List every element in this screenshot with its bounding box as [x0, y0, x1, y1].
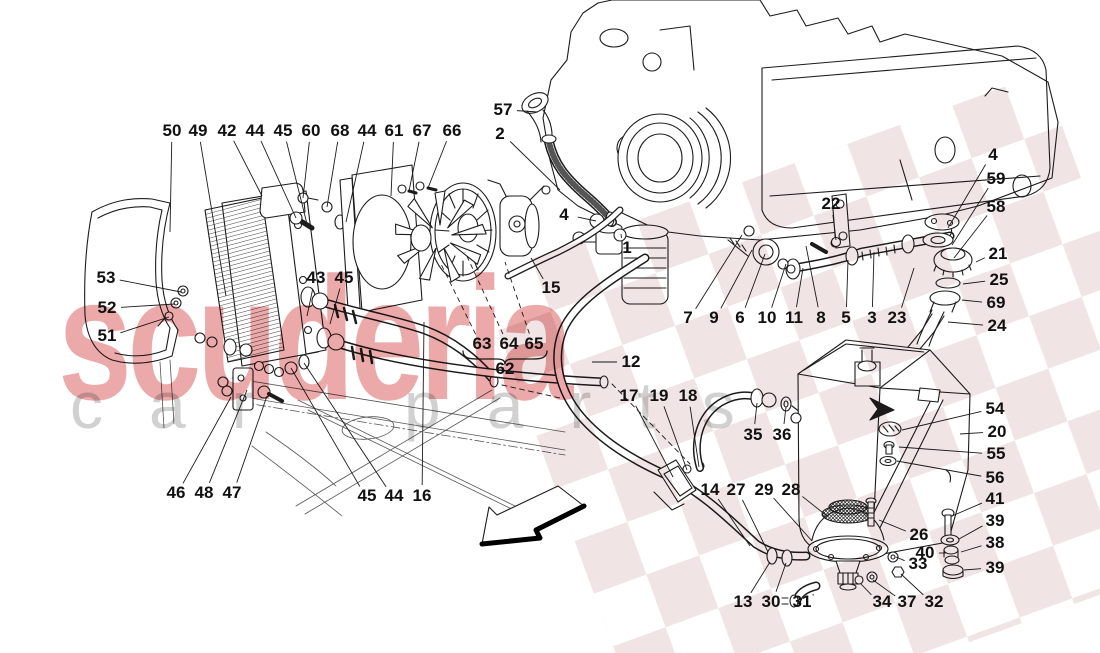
part-callout-12: 12	[621, 352, 641, 371]
part-callout-52: 52	[97, 298, 117, 317]
part-callout-64: 64	[499, 334, 519, 353]
part-callout-13: 13	[733, 592, 753, 611]
part-callout-30: 30	[761, 592, 781, 611]
part-callout-65: 65	[524, 334, 544, 353]
part-callout-18: 18	[678, 386, 698, 405]
engine-block	[521, 0, 1059, 305]
part-callout-1: 1	[622, 238, 632, 257]
part-callout-22: 22	[821, 194, 841, 213]
part-callout-40: 40	[915, 543, 935, 562]
part-callout-45: 45	[334, 268, 354, 287]
part-callout-20: 20	[987, 422, 1007, 441]
part-callout-37: 37	[897, 592, 917, 611]
part-callout-5: 5	[841, 308, 851, 327]
part-callout-42: 42	[217, 121, 237, 140]
part-callout-54: 54	[985, 399, 1005, 418]
part-callout-46: 46	[166, 483, 186, 502]
part-callout-10: 10	[757, 308, 777, 327]
part-callout-26: 26	[909, 525, 929, 544]
part-callout-31: 31	[792, 592, 812, 611]
part-callout-3: 3	[867, 308, 877, 327]
part-callout-4: 4	[559, 205, 569, 224]
part-callout-45: 45	[273, 121, 293, 140]
part-callout-25: 25	[989, 270, 1009, 289]
part-callout-2: 2	[495, 124, 505, 143]
part-callout-15: 15	[541, 278, 561, 297]
part-callout-23: 23	[887, 308, 907, 327]
part-callout-35: 35	[743, 425, 763, 444]
fan-assembly	[339, 164, 551, 313]
part-callout-45: 45	[357, 486, 377, 505]
part-callout-68: 68	[330, 121, 350, 140]
part-callout-17: 17	[619, 386, 639, 405]
part-callout-43: 43	[306, 268, 326, 287]
part-callout-27: 27	[726, 480, 746, 499]
part-callout-53: 53	[96, 268, 116, 287]
part-callout-7: 7	[683, 308, 693, 327]
part-callout-33: 33	[908, 554, 928, 573]
part-callout-67: 67	[412, 121, 432, 140]
part-callout-19: 19	[649, 386, 669, 405]
part-callout-32: 32	[924, 592, 944, 611]
part-callout-63: 63	[472, 334, 492, 353]
part-callout-21: 21	[988, 244, 1008, 263]
part-callout-4: 4	[988, 145, 998, 164]
part-callout-49: 49	[188, 121, 208, 140]
part-callout-44: 44	[245, 121, 265, 140]
part-callout-39: 39	[985, 511, 1005, 530]
part-callout-16: 16	[412, 486, 432, 505]
part-callout-61: 61	[384, 121, 404, 140]
part-callout-28: 28	[781, 480, 801, 499]
part-callout-6: 6	[735, 308, 745, 327]
part-callout-59: 59	[986, 169, 1006, 188]
part-callout-44: 44	[384, 486, 404, 505]
oil-tank	[790, 313, 971, 557]
part-callout-24: 24	[987, 316, 1007, 335]
part-callout-56: 56	[985, 468, 1005, 487]
filler-cap-stack	[916, 213, 973, 347]
part-callout-8: 8	[816, 308, 826, 327]
part-callout-11: 11	[785, 308, 803, 327]
part-callout-14: 14	[700, 480, 720, 499]
direction-arrow	[479, 485, 587, 547]
part-callout-62: 62	[495, 359, 515, 378]
hose-12	[553, 253, 811, 567]
part-callout-38: 38	[985, 533, 1005, 552]
part-callout-69: 69	[986, 293, 1006, 312]
part-callout-44: 44	[357, 121, 377, 140]
part-callout-29: 29	[754, 480, 774, 499]
part-callout-47: 47	[222, 483, 242, 502]
part-callout-60: 60	[301, 121, 321, 140]
part-callout-66: 66	[442, 121, 462, 140]
part-callout-9: 9	[709, 308, 719, 327]
part-callout-57: 57	[493, 100, 513, 119]
part-callout-41: 41	[985, 489, 1005, 508]
part-callout-50: 50	[162, 121, 182, 140]
part-callout-51: 51	[97, 326, 117, 345]
part-callout-48: 48	[194, 483, 214, 502]
washer-22	[830, 236, 842, 248]
part-callout-36: 36	[772, 425, 792, 444]
part-callout-39: 39	[985, 558, 1005, 577]
part-callout-55: 55	[986, 444, 1006, 463]
part-callout-34: 34	[872, 592, 892, 611]
part-callout-58: 58	[986, 197, 1006, 216]
oil-radiator	[194, 182, 358, 411]
